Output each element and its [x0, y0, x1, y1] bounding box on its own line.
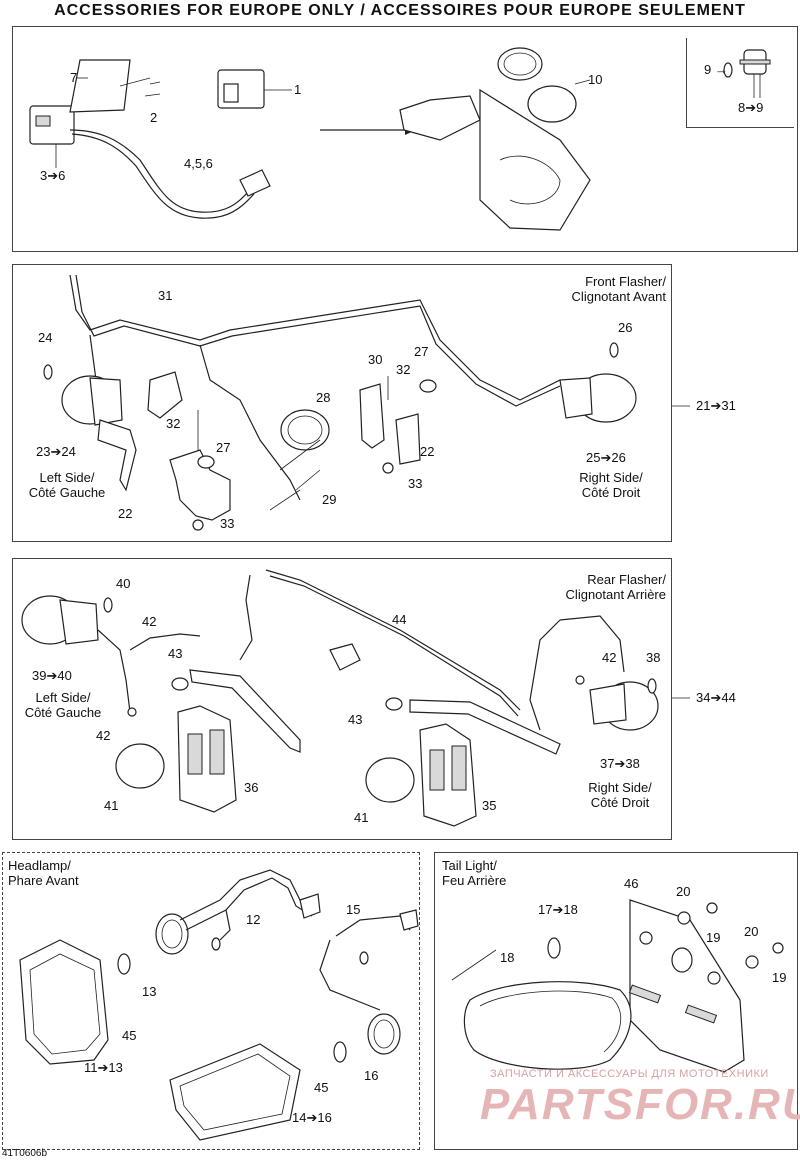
callout-25-26: 25➔26	[586, 450, 626, 465]
callout-3-6: 3➔6	[40, 168, 66, 183]
panel5-art	[451, 899, 784, 1073]
rear-right-caption: Right Side/ Côté Droit	[570, 780, 670, 810]
callout-35: 35	[482, 798, 497, 813]
headlamp-caption: Headlamp/ Phare Avant	[8, 858, 79, 888]
panel-front-flasher	[12, 264, 672, 542]
callout-33b: 33	[220, 516, 235, 531]
callout-9: 9 →	[704, 62, 728, 77]
tail-light-caption-fr: Feu Arrière	[442, 873, 507, 888]
callout-22a: 22	[420, 444, 435, 459]
callout-10: 10	[588, 72, 603, 87]
callout-39-40: 39➔40	[32, 668, 72, 683]
callout-41a: 41	[104, 798, 119, 813]
watermark-brand: PARTSFOR.RU	[480, 1080, 800, 1129]
panel-bulb-inset	[686, 38, 794, 128]
front-right-caption-en: Right Side/	[579, 470, 643, 485]
watermark: ЗАПЧАСТИ И АКСЕССУАРЫ ДЛЯ МОТОТЕХНИКИ PA…	[470, 1068, 800, 1148]
front-flasher-caption: Front Flasher/ Clignotant Avant	[540, 274, 666, 304]
callout-23-24: 23➔24	[36, 444, 76, 459]
callout-45a: 45	[122, 1028, 137, 1043]
rear-flasher-caption: Rear Flasher/ Clignotant Arrière	[526, 572, 666, 602]
callout-32b: 32	[166, 416, 181, 431]
front-right-caption-fr: Côté Droit	[581, 485, 641, 500]
callout-19a: 19	[706, 930, 721, 945]
range-34-44: 34➔44	[696, 690, 736, 705]
callout-24: 24	[38, 330, 53, 345]
callout-42c: 42	[96, 728, 111, 743]
panel2-art	[43, 274, 637, 531]
panel4-art	[19, 869, 419, 1141]
callout-42a: 42	[142, 614, 157, 629]
callout-27a: 27	[414, 344, 429, 359]
callout-32a: 32	[396, 362, 411, 377]
callout-7: 7	[70, 70, 78, 85]
callout-15: 15	[346, 902, 361, 917]
callout-22b: 22	[118, 506, 133, 521]
tail-light-caption-en: Tail Light/	[442, 858, 497, 873]
panel-relay-switch	[12, 26, 798, 252]
callout-41b: 41	[354, 810, 369, 825]
callout-31: 31	[158, 288, 173, 303]
callout-43b: 43	[348, 712, 363, 727]
callout-12: 12	[246, 912, 261, 927]
callout-45b: 45	[314, 1080, 329, 1095]
callout-30: 30	[368, 352, 383, 367]
callout-28: 28	[316, 390, 331, 405]
callout-40: 40	[116, 576, 131, 591]
callout-36: 36	[244, 780, 259, 795]
front-right-caption: Right Side/ Côté Droit	[556, 470, 666, 500]
callout-18: 18	[500, 950, 515, 965]
callout-33a: 33	[408, 476, 423, 491]
callout-42b: 42	[602, 650, 617, 665]
callout-37-38: 37➔38	[600, 756, 640, 771]
front-flasher-caption-fr: Clignotant Avant	[571, 289, 666, 304]
front-left-caption-en: Left Side/	[39, 470, 95, 485]
panel-rear-flasher	[12, 558, 672, 840]
callout-1: 1	[294, 82, 302, 97]
watermark-small-text: ЗАПЧАСТИ И АКСЕССУАРЫ ДЛЯ МОТОТЕХНИКИ	[490, 1068, 769, 1080]
rear-flasher-caption-en: Rear Flasher/	[587, 572, 666, 587]
range-21-31: 21➔31	[696, 398, 736, 413]
rear-flasher-caption-fr: Clignotant Arrière	[565, 587, 666, 602]
callout-29: 29	[322, 492, 337, 507]
headlamp-caption-en: Headlamp/	[8, 858, 71, 873]
panel3-art	[21, 569, 659, 827]
callout-38: 38	[646, 650, 661, 665]
callout-17-18: 17➔18	[538, 902, 578, 917]
rear-right-caption-en: Right Side/	[588, 780, 652, 795]
panel-headlamp	[2, 852, 420, 1150]
front-left-caption: Left Side/ Côté Gauche	[12, 470, 122, 500]
callout-20a: 20	[676, 884, 691, 899]
callout-27b: 27	[216, 440, 231, 455]
front-flasher-caption-en: Front Flasher/	[585, 274, 666, 289]
callout-2: 2	[150, 110, 158, 125]
rear-left-caption: Left Side/ Côté Gauche	[8, 690, 118, 720]
panel1-art	[29, 47, 771, 231]
tail-light-caption: Tail Light/ Feu Arrière	[442, 858, 506, 888]
callout-16: 16	[364, 1068, 379, 1083]
callout-19b: 19	[772, 970, 787, 985]
callout-4-5-6: 4,5,6	[184, 156, 213, 171]
callout-8-9: 8➔9	[738, 100, 764, 115]
figure-code: 41T0606b	[2, 1148, 48, 1159]
callout-44: 44	[392, 612, 407, 627]
page-title: ACCESSORIES FOR EUROPE ONLY / ACCESSOIRE…	[54, 2, 746, 19]
panel-tail-light	[434, 852, 798, 1150]
front-left-caption-fr: Côté Gauche	[28, 485, 106, 500]
callout-46: 46	[624, 876, 639, 891]
callout-26: 26	[618, 320, 633, 335]
callout-13: 13	[142, 984, 157, 999]
rear-right-caption-fr: Côté Droit	[590, 795, 650, 810]
rear-left-caption-fr: Côté Gauche	[24, 705, 102, 720]
callout-43a: 43	[168, 646, 183, 661]
headlamp-caption-fr: Phare Avant	[8, 873, 79, 888]
callout-11-13: 11➔13	[84, 1060, 123, 1075]
callout-14-16: 14➔16	[292, 1110, 332, 1125]
callout-20b: 20	[744, 924, 759, 939]
rear-left-caption-en: Left Side/	[35, 690, 91, 705]
